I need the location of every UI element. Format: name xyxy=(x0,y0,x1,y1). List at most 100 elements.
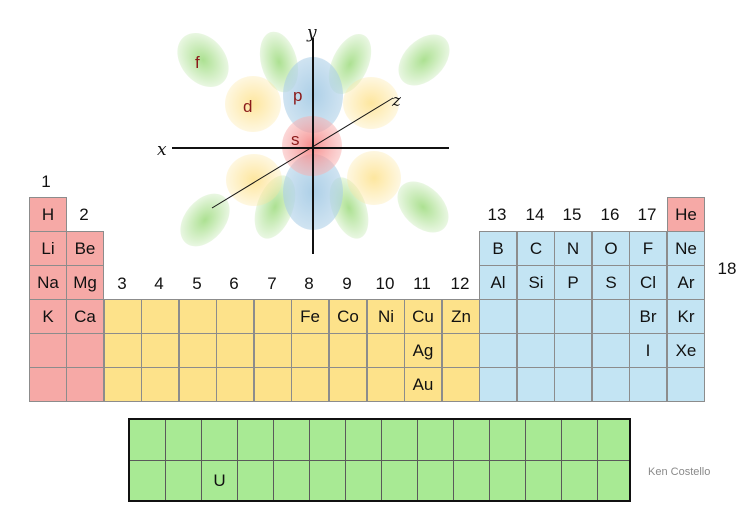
element-cell xyxy=(367,333,405,368)
element-cell xyxy=(216,299,254,334)
credit-text: Ken Costello xyxy=(648,466,711,478)
element-cell xyxy=(517,299,555,334)
element-cell xyxy=(141,333,179,368)
element-F: F xyxy=(629,231,667,266)
d-orbital-lobes xyxy=(225,76,401,206)
group-number-9: 9 xyxy=(342,274,352,293)
element-cell xyxy=(561,460,598,501)
y-axis-label: y xyxy=(306,23,317,43)
element-cell xyxy=(453,460,490,501)
group-number-10: 10 xyxy=(375,274,395,293)
element-Br: Br xyxy=(629,299,667,334)
element-cell xyxy=(165,460,202,501)
element-cell xyxy=(216,367,254,402)
element-cell xyxy=(667,367,705,402)
element-N: N xyxy=(554,231,592,266)
element-cell xyxy=(345,419,382,461)
element-cell xyxy=(29,333,67,368)
element-O: O xyxy=(592,231,630,266)
element-cell xyxy=(104,333,142,368)
element-Co: Co xyxy=(329,299,367,334)
x-axis-label: x xyxy=(157,140,167,160)
orbital-label-s: s xyxy=(291,130,300,149)
element-cell xyxy=(554,299,592,334)
element-cell xyxy=(453,419,490,461)
element-Si: Si xyxy=(517,265,555,300)
element-cell xyxy=(273,419,310,461)
element-cell xyxy=(66,333,104,368)
element-Cl: Cl xyxy=(629,265,667,300)
element-cell xyxy=(104,299,142,334)
element-cell xyxy=(592,333,630,368)
element-cell xyxy=(367,367,405,402)
element-cell xyxy=(381,460,418,501)
element-cell xyxy=(66,367,104,402)
element-cell xyxy=(479,367,517,402)
element-cell xyxy=(417,460,454,501)
element-cell xyxy=(201,419,238,461)
element-Ne: Ne xyxy=(667,231,705,266)
group-number-18: 18 xyxy=(717,259,737,278)
group-number-13: 13 xyxy=(487,205,507,224)
element-cell xyxy=(179,299,217,334)
element-cell xyxy=(592,367,630,402)
element-K: K xyxy=(29,299,67,334)
element-cell xyxy=(479,299,517,334)
element-cell xyxy=(309,460,346,501)
element-cell xyxy=(345,460,382,501)
element-cell xyxy=(517,333,555,368)
element-cell xyxy=(273,460,310,501)
element-cell xyxy=(597,419,630,461)
element-cell xyxy=(629,367,667,402)
element-He: He xyxy=(667,197,705,232)
element-cell xyxy=(29,367,67,402)
element-Li: Li xyxy=(29,231,67,266)
element-H: H xyxy=(29,197,67,232)
element-Kr: Kr xyxy=(667,299,705,334)
element-cell xyxy=(525,419,562,461)
element-cell xyxy=(442,367,480,402)
element-Zn: Zn xyxy=(442,299,480,334)
element-cell xyxy=(129,460,166,501)
element-cell xyxy=(141,299,179,334)
group-number-14: 14 xyxy=(525,205,545,224)
element-Ca: Ca xyxy=(66,299,104,334)
element-Na: Na xyxy=(29,265,67,300)
element-cell xyxy=(129,419,166,461)
axes xyxy=(172,38,449,254)
element-Au: Au xyxy=(404,367,442,402)
group-number-4: 4 xyxy=(154,274,164,293)
group-number-6: 6 xyxy=(229,274,239,293)
group-number-1: 1 xyxy=(41,172,51,191)
element-cell xyxy=(254,299,292,334)
element-C: C xyxy=(517,231,555,266)
element-Ni: Ni xyxy=(367,299,405,334)
group-number-17: 17 xyxy=(637,205,657,224)
element-cell xyxy=(309,419,346,461)
element-cell xyxy=(517,367,555,402)
element-cell xyxy=(442,333,480,368)
element-cell xyxy=(489,460,526,501)
element-cell xyxy=(554,333,592,368)
group-number-15: 15 xyxy=(562,205,582,224)
element-cell xyxy=(104,367,142,402)
group-number-16: 16 xyxy=(600,205,620,224)
element-Fe: Fe xyxy=(291,299,329,334)
element-S: S xyxy=(592,265,630,300)
z-axis-label: z xyxy=(391,91,402,111)
element-cell xyxy=(417,419,454,461)
element-cell xyxy=(329,367,367,402)
group-number-8: 8 xyxy=(304,274,314,293)
element-cell xyxy=(165,419,202,461)
element-cell xyxy=(381,419,418,461)
orbital-label-p: p xyxy=(293,86,302,105)
element-cell xyxy=(489,419,526,461)
group-number-3: 3 xyxy=(117,274,127,293)
group-number-12: 12 xyxy=(450,274,470,293)
element-cell xyxy=(291,333,329,368)
element-Xe: Xe xyxy=(667,333,705,368)
element-cell xyxy=(237,419,274,461)
element-cell xyxy=(525,460,562,501)
